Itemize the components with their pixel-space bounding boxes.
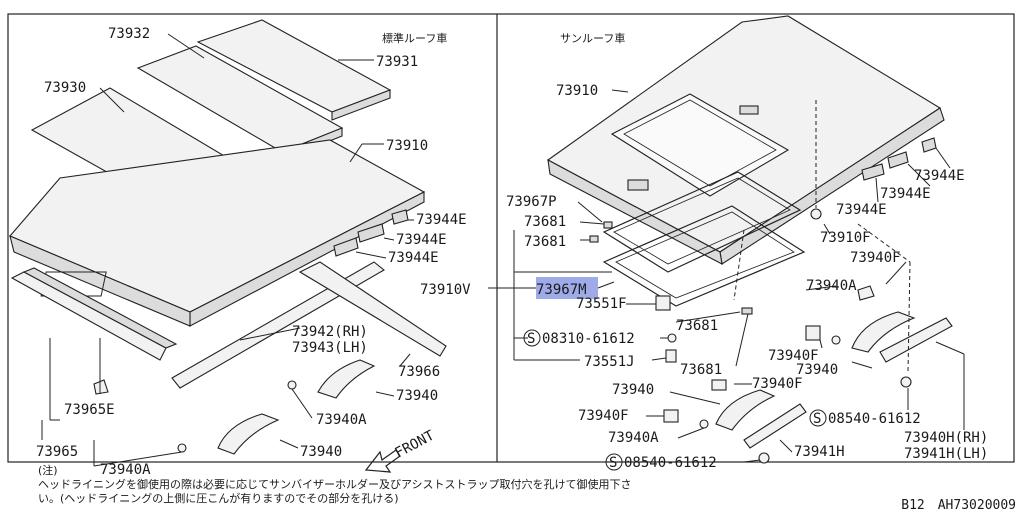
label-08540-61612-a: 08540-61612 [828, 411, 921, 427]
note-heading: (注) [38, 464, 58, 477]
screw-73940A-left-upper [287, 380, 297, 390]
label-73940-right-2: 73940 [612, 382, 654, 398]
clip-73940F-right-1 [805, 325, 821, 341]
label-73943: 73943(LH) [292, 340, 368, 356]
clip-73681-1 [603, 221, 613, 229]
bolt-08540-right-upper [900, 376, 912, 388]
label-73940F-right-2: 73940F [768, 348, 819, 364]
label-73965E: 73965E [64, 402, 115, 418]
diagram-code: B12 AH73020009 [901, 498, 1016, 513]
clip-73681-3 [741, 307, 753, 315]
bolt-08540-right-lower [758, 452, 770, 464]
screw-73940A-left-lower [177, 443, 187, 453]
clip-73551F [655, 295, 671, 311]
label-73910V: 73910V [420, 282, 471, 298]
roof-insulator-73931 [196, 19, 392, 121]
label-73940F-right-1: 73940F [850, 250, 901, 266]
label-08310-61612: 08310-61612 [542, 331, 635, 347]
clip-73940F-right-3 [663, 409, 679, 423]
label-73681-1: 73681 [524, 214, 566, 230]
fastener-73910F [810, 100, 822, 220]
front-arrow [364, 449, 401, 473]
label-73940F-right-3: 73940F [752, 376, 803, 392]
label-73910-left: 73910 [386, 138, 428, 154]
label-73932: 73932 [108, 26, 150, 42]
label-73551F: 73551F [576, 296, 627, 312]
clip-73944E-right [861, 137, 937, 181]
heading-sunroof: サンルーフ車 [560, 31, 625, 45]
label-73681-2: 73681 [524, 234, 566, 250]
plate-73940H-73941H [879, 317, 953, 363]
diagram-frame [7, 13, 1015, 463]
label-08540-61612-b: 08540-61612 [624, 455, 717, 471]
label-73930: 73930 [44, 80, 86, 96]
label-73940A-left-1: 73940A [316, 412, 367, 428]
s-mark-08540-b-letter: S [609, 455, 617, 471]
label-73940A-right-1: 73940A [806, 278, 857, 294]
label-73965: 73965 [36, 444, 78, 460]
screw-73940-right [831, 335, 841, 345]
bracket-73940-left-upper [317, 359, 376, 399]
label-73940A-left-2: 73940A [100, 462, 151, 478]
label-73967M[interactable]: 73967M [536, 282, 587, 298]
note-line-1: ヘッドライニングを御使用の際は必要に応じてサンバイザーホルダー及びアシストストラ… [38, 478, 632, 491]
bracket-73940-left-lower [217, 413, 280, 455]
label-73941H: 73941H(LH) [904, 446, 988, 462]
clip-73965E [93, 379, 109, 395]
clip-73940A-right-upper [857, 285, 875, 301]
label-73944E-left-1: 73944E [416, 212, 467, 228]
label-73940F-right-4: 73940F [578, 408, 629, 424]
s-mark-08540-b [605, 453, 623, 471]
sunroof-frame-73967P [602, 171, 802, 273]
clip-73551J [665, 349, 677, 363]
heading-standard-roof: 標準ルーフ車 [382, 31, 447, 45]
label-73940-left-2: 73940 [300, 444, 342, 460]
headlining-73910-right [546, 15, 945, 265]
moulding-73965 [10, 267, 178, 361]
s-mark-08540-a [809, 409, 827, 427]
label-73942: 73942(RH) [292, 324, 368, 340]
clip-73681-2 [589, 235, 599, 243]
label-73967P: 73967P [506, 194, 557, 210]
headlining-73910-left [9, 139, 426, 327]
rail-73942-73943 [171, 261, 447, 389]
screw-73940A-right [699, 419, 709, 429]
s-mark-08310 [523, 329, 541, 347]
label-73944E-right-3: 73944E [836, 202, 887, 218]
label-73941H-b: 73941H [794, 444, 845, 460]
bracket-73940-right-lower [715, 389, 776, 431]
sunroof-frame-73967M [602, 205, 806, 307]
label-73944E-left-2: 73944E [396, 232, 447, 248]
clip-73940F-right-2 [711, 379, 727, 391]
label-73931: 73931 [376, 54, 418, 70]
plate-73941H [743, 403, 807, 449]
label-front: FRONT [392, 427, 437, 461]
label-73944E-right-1: 73944E [914, 168, 965, 184]
label-73551J: 73551J [584, 354, 635, 370]
highlight-73967M[interactable] [536, 277, 598, 299]
label-73681-3: 73681 [676, 318, 718, 334]
note-line-2: い。(ヘッドライニングの上側に圧こんが有りますのでその部分を孔ける) [38, 492, 399, 505]
label-73940H: 73940H(RH) [904, 430, 988, 446]
clip-73944E-left [333, 209, 409, 257]
label-73944E-right-2: 73944E [880, 186, 931, 202]
label-73940-right-1: 73940 [796, 362, 838, 378]
label-73940A-right-2: 73940A [608, 430, 659, 446]
label-73940-left-1: 73940 [396, 388, 438, 404]
s-mark-08540-a-letter: S [813, 411, 821, 427]
label-73966: 73966 [398, 364, 440, 380]
bracket-73940-right-upper [851, 311, 916, 353]
label-73944E-left-3: 73944E [388, 250, 439, 266]
bolt-08310-61612 [667, 333, 677, 343]
s-mark-08310-letter: S [527, 331, 535, 347]
label-73681-4: 73681 [680, 362, 722, 378]
label-73910F: 73910F [820, 230, 871, 246]
label-73910-right: 73910 [556, 83, 598, 99]
